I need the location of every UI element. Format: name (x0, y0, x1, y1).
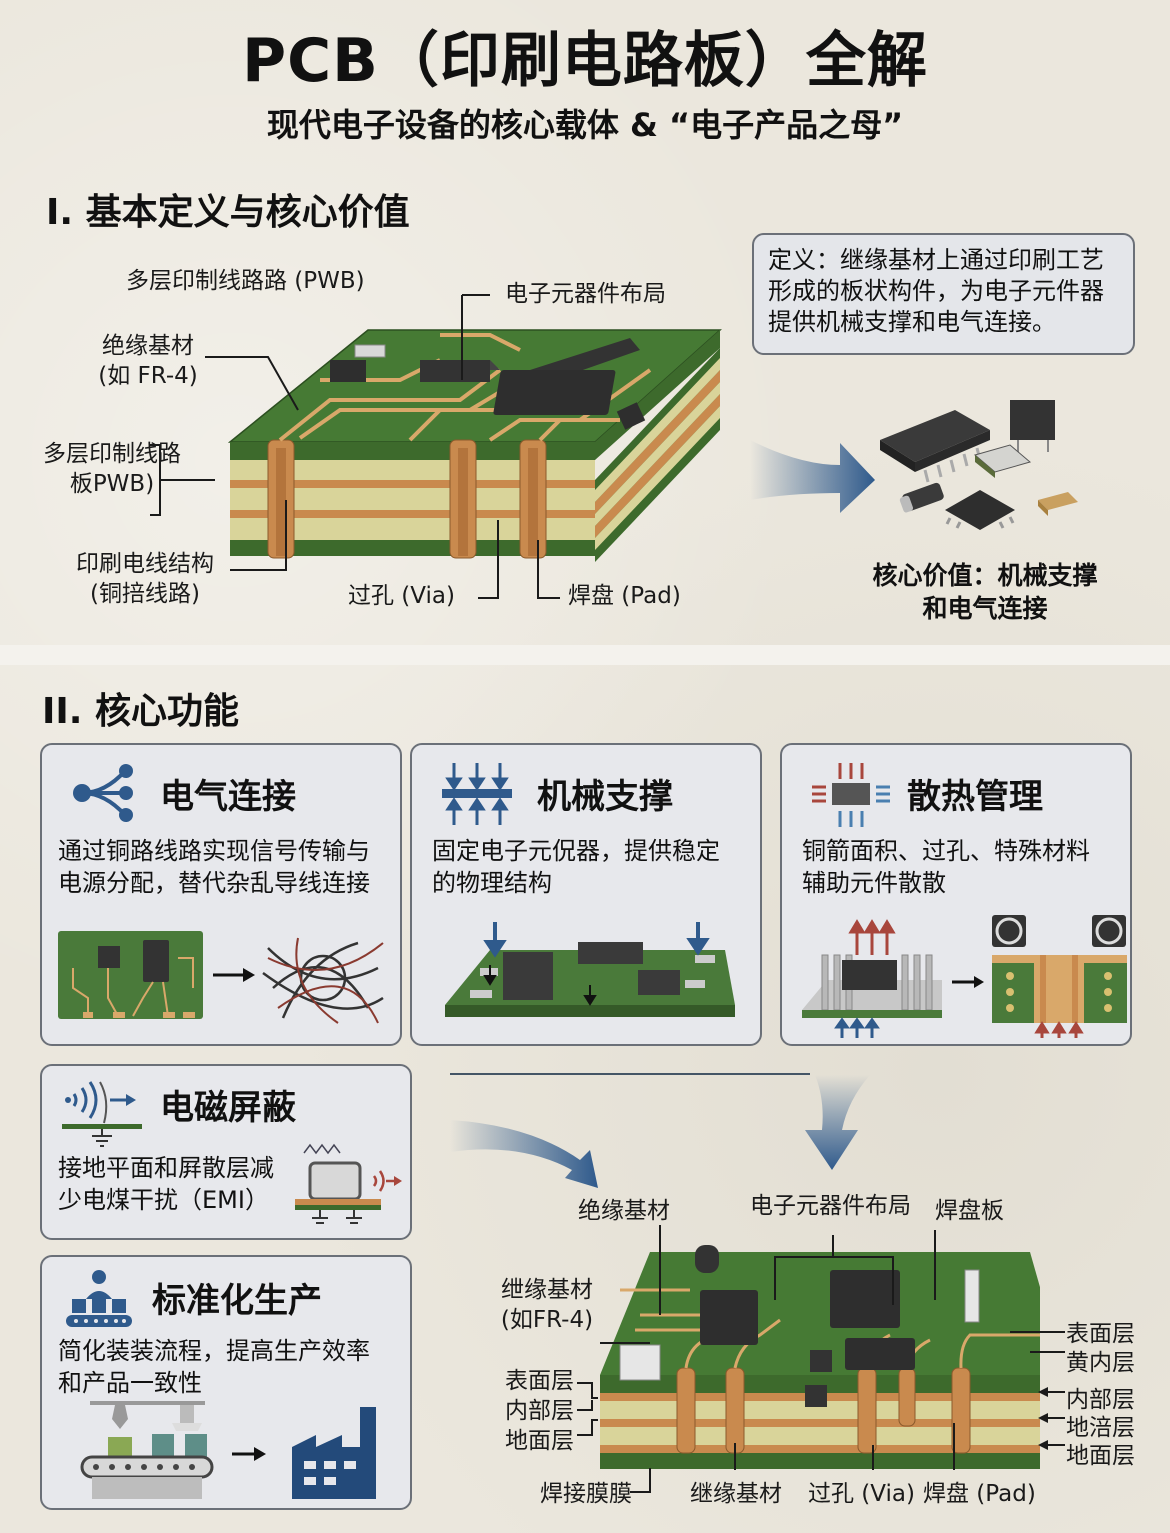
card-thermal-management: 散热管理 铜箭面积、过孔、特殊材料 辅助元件散散 (780, 743, 1132, 1046)
card-desc-line1: 通过铜路线路实现信号传输与 (58, 837, 370, 865)
label-traces-line1: 印刷电线结构 (76, 551, 214, 577)
label-substrate-line2: (如 FR-4) (98, 362, 198, 389)
card-electrical-connection: 电气连接 通过铜路线路实现信号传输与 电源分配，替代杂乱导线连接 (40, 743, 402, 1046)
label-traces: 印刷电线结构 (铜掊线路) (60, 550, 230, 610)
arrow-down-icon (805, 1075, 870, 1170)
definition-box: 定义：继缘基材上通过印刷工艺 形成的板状构件，为电子元件器 提供机械支撑和电气连… (752, 233, 1135, 355)
label-multilayer: 多层印制线路 板PWB) (32, 440, 192, 500)
card-desc-line2: 电源分配，替代杂乱导线连接 (58, 869, 370, 898)
card-desc-line2: 的物理结构 (432, 869, 552, 898)
card-desc-line2: 和产品一致性 (58, 1369, 202, 1398)
card-title: 标准化生产 (152, 1281, 322, 1321)
label-multilayer-line1: 多层印制线路 (43, 441, 181, 467)
label-multilayer-line2: 板PWB) (69, 470, 155, 497)
label-traces-line2: (铜掊线路) (90, 580, 200, 607)
arrow-right-icon (750, 440, 875, 513)
card-title: 散热管理 (907, 777, 1043, 817)
label-component-layout-2: 电子元器件布局 (750, 1193, 911, 1219)
label-bottom-substrate: 继缘基材 (690, 1481, 782, 1507)
leader-lines-2 (577, 1225, 1065, 1493)
card-desc-line1: 固定电子元㑆器，提供稳定 (432, 837, 720, 865)
compression-arrows-icon (442, 763, 512, 825)
pcb-vs-wires-illustration (58, 931, 384, 1024)
label-pad-2: 焊盘 (Pad) (923, 1481, 1036, 1507)
card-description: 接地平面和屛散层减 少电煤干扰（EMI） (58, 1152, 308, 1217)
share-network-icon (73, 764, 133, 822)
label-component-layout: 电子元器件布局 (505, 281, 666, 307)
production-line-illustration (80, 1401, 376, 1499)
section-2-heading: II. 核心功能 (42, 691, 239, 732)
label-via-2: 过孔 (Via) (808, 1481, 915, 1507)
signal-ground-icon (62, 1081, 142, 1147)
card-desc-line2: 辅助元件散散 (802, 869, 946, 898)
heat-dissipation-illustration (802, 915, 1127, 1038)
page-title: PCB（印刷电路板）全解 (242, 26, 928, 96)
pcb-layer-diagram (600, 1245, 1040, 1469)
assembly-worker-icon (66, 1270, 132, 1327)
card-desc-line1: 简化装装流程，提高生产效率 (58, 1337, 370, 1365)
section-1-heading: I. 基本定义与核心价值 (46, 192, 410, 233)
core-value-text: 核心价值：机械支撑 和电气连接 (840, 560, 1130, 625)
core-value-line2: 和电气连接 (922, 593, 1048, 623)
label-solder-mask: 焊接膜膜 (540, 1481, 632, 1507)
label-substrate-top: 绝缘基材 (578, 1198, 670, 1224)
label-substrate: 绝缘基材 (如 FR-4) (88, 332, 208, 392)
definition-line2: 形成的板状构件，为电子元件器 (768, 277, 1104, 306)
electronic-components-icon (880, 400, 1078, 530)
card-emi-shielding: 电磁屏蔽 接地平面和屛散层减 少电煤干扰（EMI） (40, 1064, 412, 1240)
label-pad-board: 焊盘板 (935, 1198, 1004, 1224)
label-left-surface: 表面层 (505, 1368, 574, 1394)
label-right-inner: 内部层 (1066, 1387, 1135, 1413)
label-left-ground: 地面层 (505, 1428, 574, 1454)
flow-arrows (450, 1073, 870, 1188)
card-description: 简化装装流程，提高生产效率 和产品一致性 (58, 1335, 408, 1400)
core-value-line1: 核心价值：机械支撑 (872, 561, 1098, 590)
card-description: 固定电子元㑆器，提供稳定 的物理结构 (432, 835, 762, 900)
definition-line1: 定义：继缘基材上通过印刷工艺 (768, 246, 1104, 274)
card-desc-line2: 少电煤干扰（EMI） (58, 1186, 269, 1215)
label-right-yellow-inner: 黄内层 (1066, 1350, 1135, 1376)
label-right-surface: 表面层 (1066, 1321, 1135, 1347)
label-pwb: 多层印制线路路 (PWB) (126, 268, 365, 294)
leader-lines-1 (150, 294, 560, 599)
emi-shield-illustration (295, 1143, 402, 1224)
label-pad: 焊盘 (Pad) (568, 583, 681, 609)
label-substrate-left-line1: 绁缘基材 (501, 1277, 593, 1303)
definition-line3: 提供机械支撑和电气连接。 (768, 308, 1056, 337)
card-title: 机械支撑 (537, 777, 673, 817)
card-description: 通过铜路线路实现信号传输与 电源分配，替代杂乱导线连接 (58, 835, 398, 900)
chip-heat-icon (812, 763, 890, 827)
pcb-cross-section-diagram (227, 329, 722, 562)
label-substrate-line1: 绝缘基材 (102, 333, 194, 359)
mechanical-support-illustration (445, 922, 735, 1017)
card-mechanical-support: 机械支撑 固定电子元㑆器，提供稳定 的物理结构 (410, 743, 762, 1046)
card-title: 电磁屏蔽 (160, 1088, 296, 1128)
card-desc-line1: 铜箭面积、过孔、特殊材料 (802, 837, 1090, 865)
card-title: 电气连接 (160, 777, 296, 817)
card-desc-line1: 接地平面和屛散层减 (58, 1154, 274, 1182)
arrow-to-diagram-icon (450, 1120, 598, 1188)
label-substrate-left: 绁缘基材 (如FR-4) (498, 1276, 596, 1336)
label-right-foil: 地涪层 (1066, 1415, 1135, 1441)
label-via: 过孔 (Via) (348, 583, 455, 609)
section-divider (0, 645, 1170, 665)
label-substrate-left-line2: (如FR-4) (500, 1306, 594, 1333)
card-standardized-production: 标准化生产 简化装装流程，提高生产效率 和产品一致性 (40, 1255, 412, 1510)
page-subtitle: 现代电子设备的核心载体 & “电子产品之母” (266, 106, 904, 144)
card-description: 铜箭面积、过孔、特殊材料 辅助元件散散 (802, 835, 1132, 900)
label-left-inner: 内部层 (505, 1398, 574, 1424)
label-right-ground: 地面层 (1066, 1443, 1135, 1469)
